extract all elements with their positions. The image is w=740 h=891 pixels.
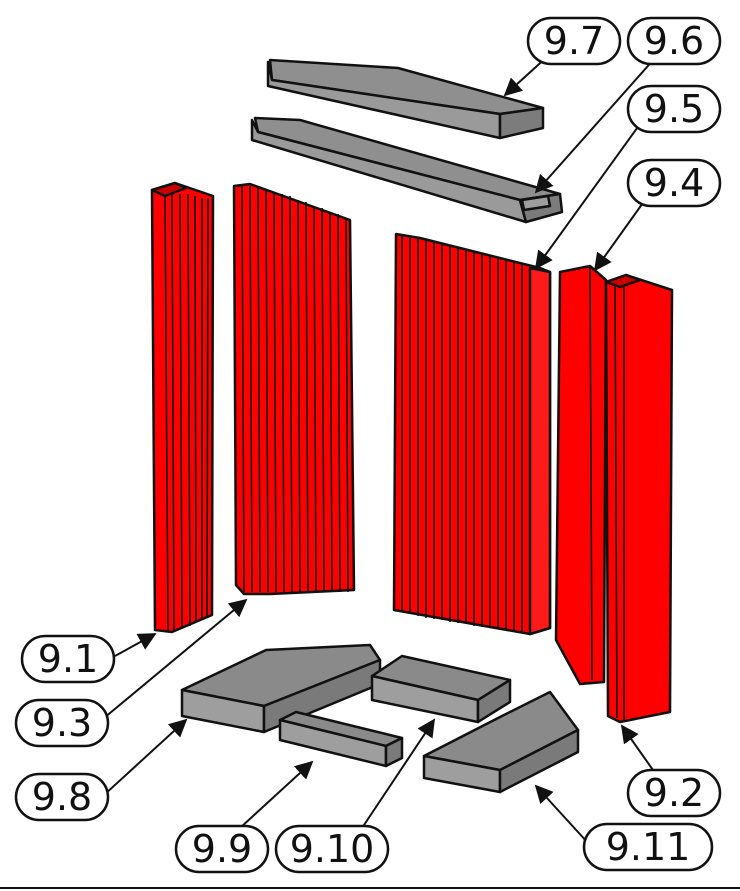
label-9-1-text: 9.1 (38, 637, 98, 681)
label-9-11-text: 9.11 (606, 825, 691, 869)
part-9-1-side-brick (150, 181, 215, 634)
part-9-4-body (554, 264, 608, 686)
part-9-5-back-brick (392, 232, 552, 636)
label-9-7: 9.7 (526, 16, 622, 66)
part-9-7-end-face (498, 106, 545, 140)
part-9-3-side-brick (232, 182, 356, 596)
label-9-4-text: 9.4 (644, 161, 704, 205)
part-9-11-side-face (498, 728, 580, 794)
label-9-9: 9.9 (174, 824, 270, 874)
part-9-11-floor-brick (422, 690, 580, 794)
label-9-3: 9.3 (14, 698, 110, 748)
part-9-4-brick (554, 264, 608, 686)
leader-9-11 (534, 784, 589, 844)
label-9-2: 9.2 (626, 768, 722, 818)
label-9-2-text: 9.2 (644, 771, 704, 815)
label-9-7-text: 9.7 (544, 19, 604, 63)
part-9-5-grooves (401, 236, 523, 632)
leader-9-10 (361, 718, 435, 829)
label-9-3-text: 9.3 (32, 701, 92, 745)
part-9-1-grooves (164, 193, 209, 631)
label-9-6-text: 9.6 (644, 19, 704, 63)
leader-9-4 (593, 199, 646, 272)
part-9-6-baffle (250, 116, 564, 224)
label-9-9-text: 9.9 (192, 827, 252, 871)
part-9-3-grooves (241, 185, 349, 593)
label-9-6: 9.6 (626, 16, 722, 66)
label-9-10: 9.10 (274, 824, 390, 874)
part-9-6-end-notch (520, 194, 552, 212)
leader-9-8 (103, 718, 188, 796)
label-9-8-text: 9.8 (32, 775, 92, 819)
label-9-5: 9.5 (626, 84, 722, 134)
part-9-5-end-face (528, 266, 552, 636)
part-9-1-top (150, 181, 188, 198)
leader-9-1 (114, 633, 157, 657)
label-9-1: 9.1 (20, 634, 116, 684)
leader-9-9 (239, 760, 314, 829)
leader-9-6 (534, 57, 656, 194)
leader-9-3 (103, 598, 248, 719)
part-9-10-floor-brick (370, 654, 512, 724)
part-9-7-top-baffle (266, 58, 545, 140)
part-9-10-side-face (476, 678, 512, 724)
label-9-4: 9.4 (626, 158, 722, 208)
label-9-10-text: 9.10 (290, 827, 375, 871)
label-9-5-text: 9.5 (644, 87, 704, 131)
label-9-11: 9.11 (582, 822, 714, 872)
label-9-8: 9.8 (14, 772, 110, 822)
leader-9-5 (534, 123, 641, 270)
part-9-2-brick (604, 273, 674, 724)
part-9-9-floor-brick (278, 710, 404, 768)
part-9-9-side-face (384, 736, 404, 768)
